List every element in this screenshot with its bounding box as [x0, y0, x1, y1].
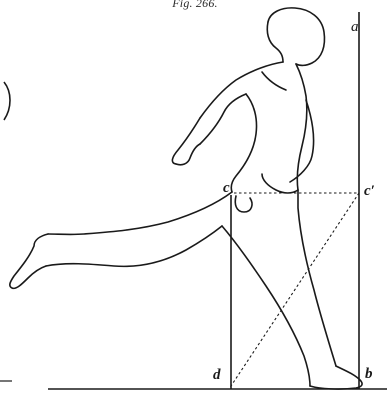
front-leg-inner [222, 226, 310, 386]
point-label-c-prime: c′ [364, 184, 375, 199]
forearm-inner [200, 94, 246, 144]
shoulder-detail [262, 72, 286, 90]
head-outline [268, 8, 325, 66]
front-foot [310, 366, 362, 389]
back-outline [296, 64, 307, 190]
human-figure [10, 8, 362, 389]
edge-curve [4, 82, 10, 120]
point-label-d: d [213, 368, 221, 383]
upper-arm-outer [172, 118, 200, 164]
point-label-c: c [223, 181, 230, 196]
back-foot [10, 234, 48, 288]
dotted-line-cd-diagonal [229, 193, 359, 389]
back-leg-lower [46, 226, 222, 266]
front-shoulder [200, 62, 283, 118]
back-leg-upper [48, 192, 232, 234]
back-arm [290, 100, 314, 182]
point-label-a: a [351, 20, 359, 35]
chest-belly [231, 94, 256, 192]
buttock-curve [262, 174, 298, 193]
hip-joint-loop [235, 196, 252, 212]
point-label-b: b [365, 367, 373, 382]
head-left-side [267, 22, 283, 62]
figure-caption: Fig. 266. [150, 0, 240, 11]
front-leg-outer [298, 190, 336, 366]
